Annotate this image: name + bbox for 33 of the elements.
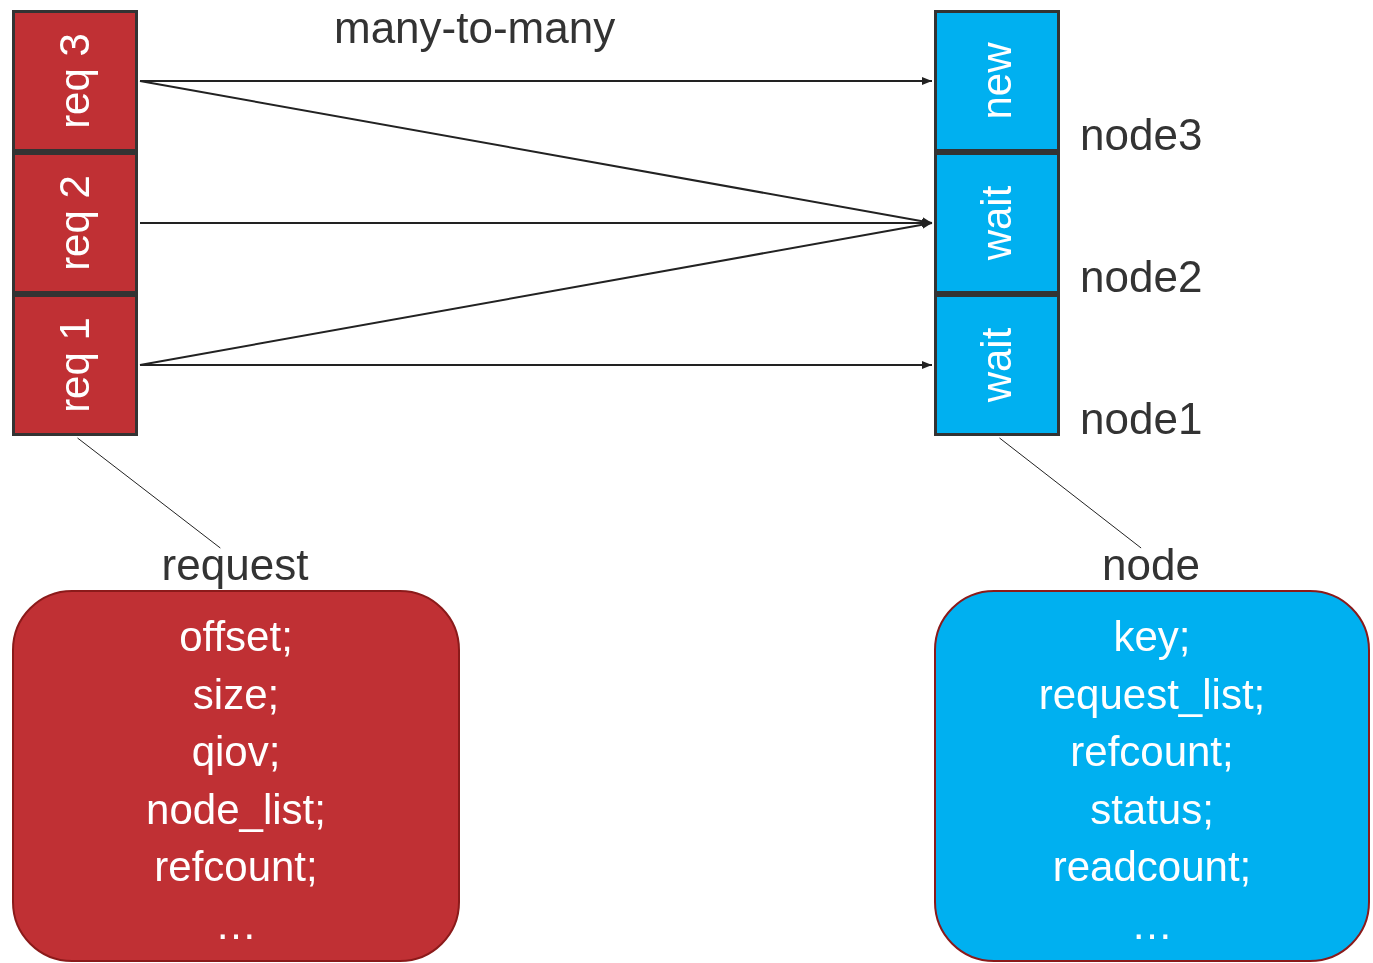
arrow: [139, 361, 933, 369]
cell-label: wait: [974, 327, 1020, 403]
cell-label: req 3: [52, 33, 98, 129]
node-name: node1: [1080, 394, 1203, 444]
field-name: qiov;: [191, 727, 281, 777]
field-name: …: [1131, 899, 1173, 950]
node-cell: [934, 152, 1060, 294]
cell-label: new: [974, 42, 1020, 120]
cell-label: req 2: [52, 175, 98, 271]
request-cell: [12, 10, 138, 152]
field-name: refcount;: [154, 842, 318, 892]
request-cell: [12, 152, 138, 294]
field-name: node_list;: [146, 784, 326, 835]
field-name: refcount;: [1070, 727, 1234, 777]
field-name: status;: [1090, 784, 1214, 835]
field-name: request_list;: [1038, 669, 1266, 720]
struct-name: request: [161, 540, 309, 590]
node-cell: [934, 294, 1060, 436]
field-name: …: [215, 899, 257, 950]
node-cell: [934, 10, 1060, 152]
field-name: key;: [1113, 612, 1191, 662]
field-name: offset;: [179, 612, 293, 662]
cell-label: wait: [974, 185, 1020, 261]
diagram-label: many-to-many: [334, 2, 616, 54]
leader-line: [77, 437, 221, 549]
node-name: node3: [1080, 110, 1203, 160]
leader-line: [999, 437, 1142, 549]
cell-label: req 1: [52, 317, 98, 413]
field-name: size;: [192, 669, 280, 720]
request-cell: [12, 294, 138, 436]
struct-name: node: [1102, 540, 1200, 590]
node-name: node2: [1080, 252, 1203, 302]
field-name: readcount;: [1052, 842, 1252, 892]
